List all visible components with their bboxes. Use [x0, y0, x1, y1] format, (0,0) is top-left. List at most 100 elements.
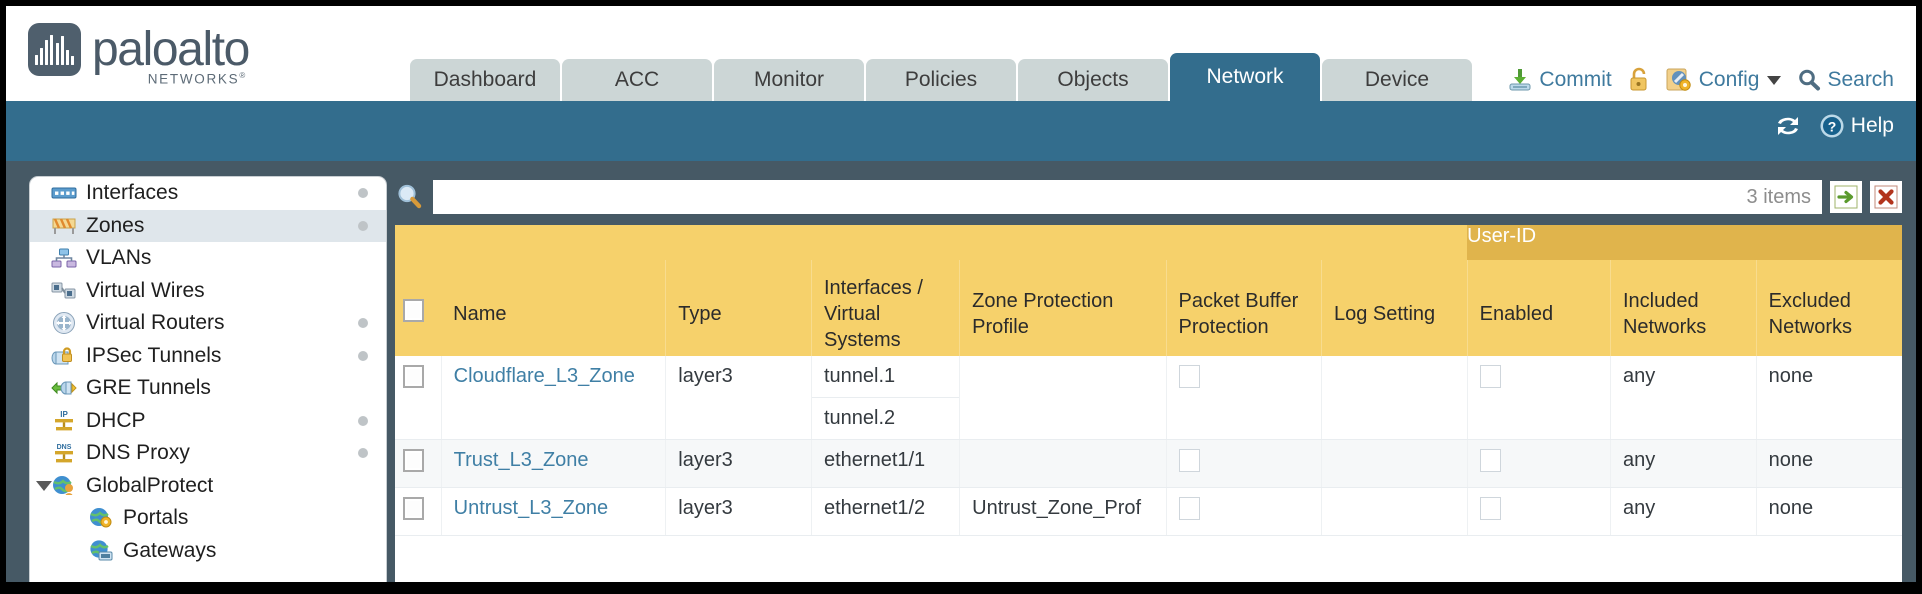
interface-item: tunnel.2	[823, 407, 896, 429]
packet-buffer-protection-checkbox[interactable]	[1178, 497, 1200, 520]
column-header-name[interactable]: Name	[441, 260, 666, 356]
cell-packet-buffer-protection[interactable]	[1165, 439, 1322, 488]
row-checkbox[interactable]	[403, 365, 424, 388]
tab-network[interactable]: Network	[1170, 53, 1320, 101]
cell-interfaces: tunnel.1 tunnel.2	[810, 356, 960, 440]
paloalto-logo-icon	[28, 23, 81, 76]
padlock-icon[interactable]	[1628, 67, 1650, 93]
brand-subtitle: NETWORKS®	[147, 71, 247, 87]
enabled-checkbox[interactable]	[1479, 365, 1501, 388]
refresh-icon[interactable]	[1773, 113, 1803, 139]
tab-dashboard[interactable]: Dashboard	[410, 59, 560, 101]
status-dot	[358, 415, 368, 426]
cell-zone-protection-profile: Untrust_Zone_Prof	[959, 487, 1167, 536]
context-bar: ? Help	[6, 101, 1916, 161]
sidebar-item-interfaces[interactable]: Interfaces	[30, 177, 386, 210]
sidebar-item-globalprotect[interactable]: GlobalProtect	[30, 470, 386, 503]
chevron-down-icon	[1767, 75, 1782, 85]
filter-input-wrapper[interactable]: 3 items	[433, 180, 1822, 214]
sidebar-item-gateways[interactable]: Gateways	[30, 535, 386, 568]
tab-device[interactable]: Device	[1322, 59, 1472, 101]
row-select-cell[interactable]	[395, 439, 442, 488]
cell-enabled[interactable]	[1466, 356, 1611, 440]
search-input[interactable]	[434, 182, 1747, 212]
table-row[interactable]: Untrust_L3_Zone layer3 ethernet1/2 Untru…	[395, 487, 1902, 536]
header-actions: Commit C	[1507, 67, 1894, 93]
help-button[interactable]: ? Help	[1819, 113, 1894, 139]
cell-interfaces: ethernet1/1	[810, 439, 960, 488]
status-dot	[358, 350, 368, 361]
cell-packet-buffer-protection[interactable]	[1165, 487, 1322, 536]
column-header-excluded-networks[interactable]: Excluded Networks	[1755, 260, 1902, 356]
cell-type: layer3	[665, 356, 812, 440]
tab-acc[interactable]: ACC	[562, 59, 712, 101]
config-menu[interactable]: Config	[1666, 67, 1782, 93]
svg-text:?: ?	[1828, 119, 1837, 135]
packet-buffer-protection-checkbox[interactable]	[1178, 365, 1200, 388]
ipsec-tunnels-icon	[50, 345, 78, 367]
enabled-checkbox[interactable]	[1479, 449, 1501, 472]
row-select-cell[interactable]	[395, 356, 442, 440]
select-all-checkbox[interactable]	[403, 299, 424, 322]
sidebar-item-virtual-wires[interactable]: Virtual Wires	[30, 275, 386, 308]
zone-name-link[interactable]: Trust_L3_Zone	[453, 449, 589, 471]
cell-enabled[interactable]	[1466, 487, 1611, 536]
column-header-type[interactable]: Type	[665, 260, 812, 356]
sidebar-item-label: GRE Tunnels	[86, 376, 211, 400]
sidebar-item-gre-tunnels[interactable]: GRE Tunnels	[30, 372, 386, 405]
search-button[interactable]: Search	[1797, 68, 1894, 92]
row-select-cell[interactable]	[395, 487, 442, 536]
cell-enabled[interactable]	[1466, 439, 1611, 488]
cell-name[interactable]: Untrust_L3_Zone	[440, 487, 666, 536]
column-header-included-networks[interactable]: Included Networks	[1609, 260, 1757, 356]
sidebar-item-label: Portals	[123, 506, 189, 530]
select-all-cell[interactable]	[395, 260, 442, 356]
sidebar-item-label: DNS Proxy	[86, 441, 190, 465]
sidebar-item-label: Virtual Routers	[86, 311, 225, 335]
zone-name-link[interactable]: Untrust_L3_Zone	[453, 497, 609, 519]
tab-policies[interactable]: Policies	[866, 59, 1016, 101]
tab-monitor[interactable]: Monitor	[714, 59, 864, 101]
row-checkbox[interactable]	[403, 497, 424, 520]
expander-triangle-icon[interactable]	[36, 480, 52, 491]
column-header-packet-buffer-protection[interactable]: Packet Buffer Protection	[1165, 260, 1322, 356]
cell-included-networks: any	[1609, 439, 1757, 488]
apply-filter-button[interactable]	[1830, 181, 1862, 213]
column-header-interfaces-virtual-systems[interactable]: Interfaces / Virtual Systems	[810, 260, 960, 356]
cell-excluded-networks: none	[1755, 487, 1902, 536]
cell-packet-buffer-protection[interactable]	[1165, 356, 1322, 440]
items-count-label: 3 items	[1746, 185, 1811, 208]
sidebar-item-dhcp[interactable]: IP DHCP	[30, 405, 386, 438]
magnifier-icon[interactable]	[395, 182, 425, 212]
sidebar-item-ipsec-tunnels[interactable]: IPSec Tunnels	[30, 340, 386, 373]
cell-name[interactable]: Cloudflare_L3_Zone	[440, 356, 666, 440]
brand-logo: paloalto NETWORKS®	[28, 23, 250, 87]
sidebar-item-portals[interactable]: Portals	[30, 502, 386, 535]
enabled-checkbox[interactable]	[1479, 497, 1501, 520]
sidebar-item-zones[interactable]: Zones	[30, 209, 386, 242]
sidebar-item-dns-proxy[interactable]: DNS DNS Proxy	[30, 437, 386, 470]
zone-name-link[interactable]: Cloudflare_L3_Zone	[453, 365, 635, 387]
group-header-blank	[395, 225, 1468, 260]
zones-table-body: Cloudflare_L3_Zone layer3 tunnel.1 tunne…	[395, 356, 1902, 536]
row-checkbox[interactable]	[403, 449, 424, 472]
filter-toolbar: 3 items	[395, 176, 1902, 218]
main-tab-bar: Dashboard ACC Monitor Policies Objects N…	[410, 53, 1472, 101]
table-group-header-row: User-ID	[395, 225, 1902, 260]
clear-filter-button[interactable]	[1870, 181, 1902, 213]
column-header-zone-protection-profile[interactable]: Zone Protection Profile	[959, 260, 1167, 356]
packet-buffer-protection-checkbox[interactable]	[1178, 449, 1200, 472]
context-bar-actions: ? Help	[1773, 113, 1894, 139]
network-sidebar: Interfaces Zones VLANs Vir	[29, 176, 387, 582]
commit-download-icon	[1507, 67, 1533, 93]
help-label: Help	[1850, 114, 1894, 137]
cell-name[interactable]: Trust_L3_Zone	[440, 439, 666, 488]
column-header-enabled[interactable]: Enabled	[1466, 260, 1611, 356]
sidebar-item-virtual-routers[interactable]: Virtual Routers	[30, 307, 386, 340]
commit-button[interactable]: Commit	[1507, 67, 1612, 93]
column-header-log-setting[interactable]: Log Setting	[1320, 260, 1468, 356]
cell-zone-protection-profile	[959, 439, 1167, 488]
sidebar-item-vlans[interactable]: VLANs	[30, 242, 386, 275]
tab-objects[interactable]: Objects	[1018, 59, 1168, 101]
table-row[interactable]: Trust_L3_Zone layer3 ethernet1/1	[395, 439, 1902, 488]
